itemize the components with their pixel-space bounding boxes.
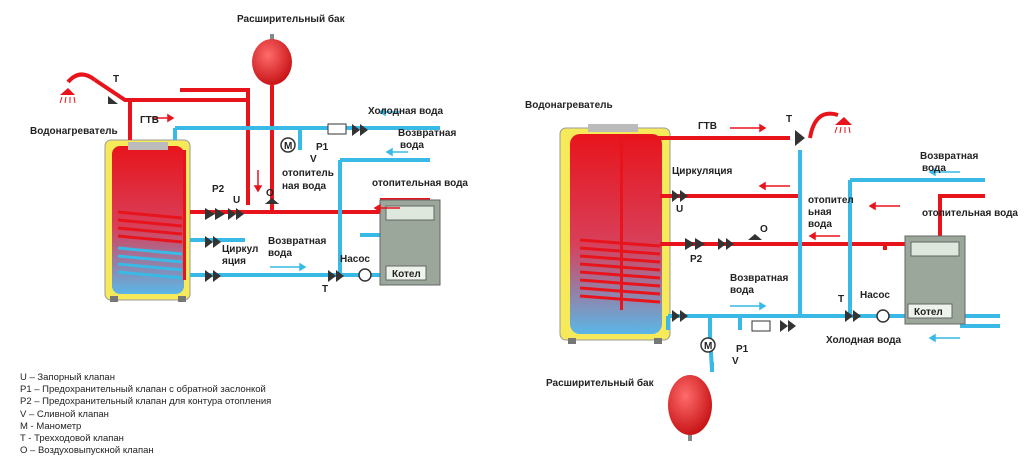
right-heating-water-label-3: вода bbox=[808, 219, 832, 230]
left-water-heater-label: Водонагреватель bbox=[30, 126, 118, 137]
right-return-water-label-1: Возвратная bbox=[920, 151, 978, 162]
right-air-vent bbox=[748, 234, 762, 240]
left-heating-water-label-2: ная вода bbox=[282, 181, 327, 192]
left-expansion-tank: Расширительный бак bbox=[237, 13, 346, 94]
left-return-water-label-2: вода bbox=[400, 140, 424, 151]
left-mark-v: V bbox=[310, 154, 317, 165]
legend-item: P1 – Предохранительный клапан с обратной… bbox=[20, 384, 266, 396]
right-pump-icon bbox=[876, 309, 890, 323]
left-mark-p2: Р2 bbox=[212, 184, 225, 195]
right-manometer-icon bbox=[700, 337, 716, 353]
right-mark-t-bottom: Т bbox=[838, 294, 844, 305]
left-air-vent bbox=[265, 198, 279, 204]
right-heating-water-label-4: отопительная вода bbox=[922, 208, 1018, 219]
left-heating-water-label-1: отопитель bbox=[282, 168, 334, 179]
left-return-low-label-2: вода bbox=[268, 248, 292, 259]
left-valve-u4 bbox=[352, 124, 368, 136]
left-shower-icon bbox=[59, 88, 76, 104]
left-dhw-label: ГТВ bbox=[140, 115, 159, 126]
legend-item: P2 – Предохранительный клапан для контур… bbox=[20, 396, 272, 408]
left-cold-arrows bbox=[270, 107, 408, 272]
left-valve-p2 bbox=[205, 208, 225, 220]
left-manometer-icon bbox=[280, 137, 296, 153]
left-mark-u: U bbox=[233, 195, 240, 206]
left-expansion-tank-label: Расширительный бак bbox=[237, 13, 346, 25]
right-water-heater-label: Водонагреватель bbox=[525, 100, 613, 111]
left-three-way-valve-bottom bbox=[328, 270, 344, 282]
left-mark-t-bottom: Т bbox=[322, 284, 328, 295]
right-return-low-label-1: Возвратная bbox=[730, 273, 788, 284]
left-mark-m: М bbox=[284, 141, 292, 152]
legend-item: O – Воздуховыпускной клапан bbox=[20, 445, 154, 457]
right-valve-u3 bbox=[672, 310, 688, 322]
left-mark-p1: Р1 bbox=[316, 142, 329, 153]
right-return-water-label-2: вода bbox=[922, 163, 946, 174]
left-valve-u2 bbox=[205, 236, 221, 248]
right-cold-arrows bbox=[730, 167, 960, 343]
legend-item: M - Манометр bbox=[20, 420, 82, 432]
left-pump-icon bbox=[358, 268, 372, 282]
left-pump-label: Насос bbox=[340, 254, 370, 265]
right-valve-p2 bbox=[685, 238, 705, 250]
left-heating-water-label-3: отопительная вода bbox=[372, 178, 468, 189]
right-mark-v: V bbox=[732, 356, 739, 367]
right-scheme: Водонагреватель bbox=[525, 100, 1018, 441]
left-three-way-valve-top bbox=[108, 96, 118, 104]
left-return-water-label-1: Возвратная bbox=[398, 128, 456, 139]
right-expansion-tank: Расширительный бак bbox=[546, 362, 714, 441]
right-shower-icon bbox=[834, 117, 852, 134]
right-water-heater: Водонагреватель bbox=[525, 100, 671, 344]
right-return-low-label-2: вода bbox=[730, 285, 754, 296]
left-boiler-label: Котел bbox=[392, 269, 421, 280]
legend: U – Запорный клапан P1 – Предохранительн… bbox=[20, 372, 271, 457]
right-mark-p2: Р2 bbox=[690, 254, 703, 265]
left-circulation-label-2: яция bbox=[222, 256, 246, 267]
right-three-way-valve-top bbox=[795, 130, 805, 146]
right-boiler-label: Котел bbox=[914, 307, 943, 318]
right-dhw-label: ГТВ bbox=[698, 121, 717, 132]
left-valve-u1 bbox=[228, 208, 244, 220]
right-heating-water-label-2: ьная bbox=[808, 207, 832, 218]
left-scheme: Расширительный бак Водонагреватель bbox=[30, 13, 468, 302]
legend-item: T - Трехходовой клапан bbox=[20, 433, 124, 445]
right-mark-o: О bbox=[760, 224, 768, 235]
right-cold-water-label: Холодная вода bbox=[826, 335, 901, 346]
left-valve-u3 bbox=[205, 270, 221, 282]
right-circulation-label: Циркуляция bbox=[672, 166, 732, 177]
left-valves bbox=[108, 96, 368, 282]
left-water-heater: Водонагреватель bbox=[30, 126, 191, 302]
right-valve-u1 bbox=[672, 190, 688, 202]
left-check-valve bbox=[327, 123, 347, 135]
left-hot-arrows bbox=[152, 113, 400, 213]
right-valve-u4 bbox=[780, 320, 796, 332]
left-cold-water-label: Холодная вода bbox=[368, 106, 443, 117]
right-mark-p1: Р1 bbox=[736, 344, 749, 355]
left-circulation-label-1: Циркул bbox=[222, 244, 258, 255]
right-valve-u2 bbox=[718, 238, 734, 250]
left-mark-o: О bbox=[266, 188, 274, 199]
right-hot-arrows bbox=[730, 123, 900, 241]
right-heating-water-label-1: отопител bbox=[808, 195, 854, 206]
legend-item: V – Сливной клапан bbox=[20, 408, 109, 420]
left-mark-t-top: Т bbox=[113, 74, 119, 85]
right-three-way-valve-bottom bbox=[845, 310, 861, 322]
left-return-low-label-1: Возвратная bbox=[268, 236, 326, 247]
right-check-valve bbox=[751, 320, 771, 332]
right-mark-u: U bbox=[676, 204, 683, 215]
legend-item: U – Запорный клапан bbox=[20, 372, 115, 383]
right-cold-pipes bbox=[666, 150, 1000, 371]
right-valves bbox=[672, 130, 861, 332]
left-boiler: Котел bbox=[379, 199, 441, 286]
right-boiler: Котел bbox=[904, 235, 966, 325]
right-mark-t-top: Т bbox=[786, 114, 792, 125]
right-mark-m: М bbox=[704, 341, 712, 352]
right-expansion-tank-label: Расширительный бак bbox=[546, 377, 655, 389]
right-pump-label: Насос bbox=[860, 290, 890, 301]
